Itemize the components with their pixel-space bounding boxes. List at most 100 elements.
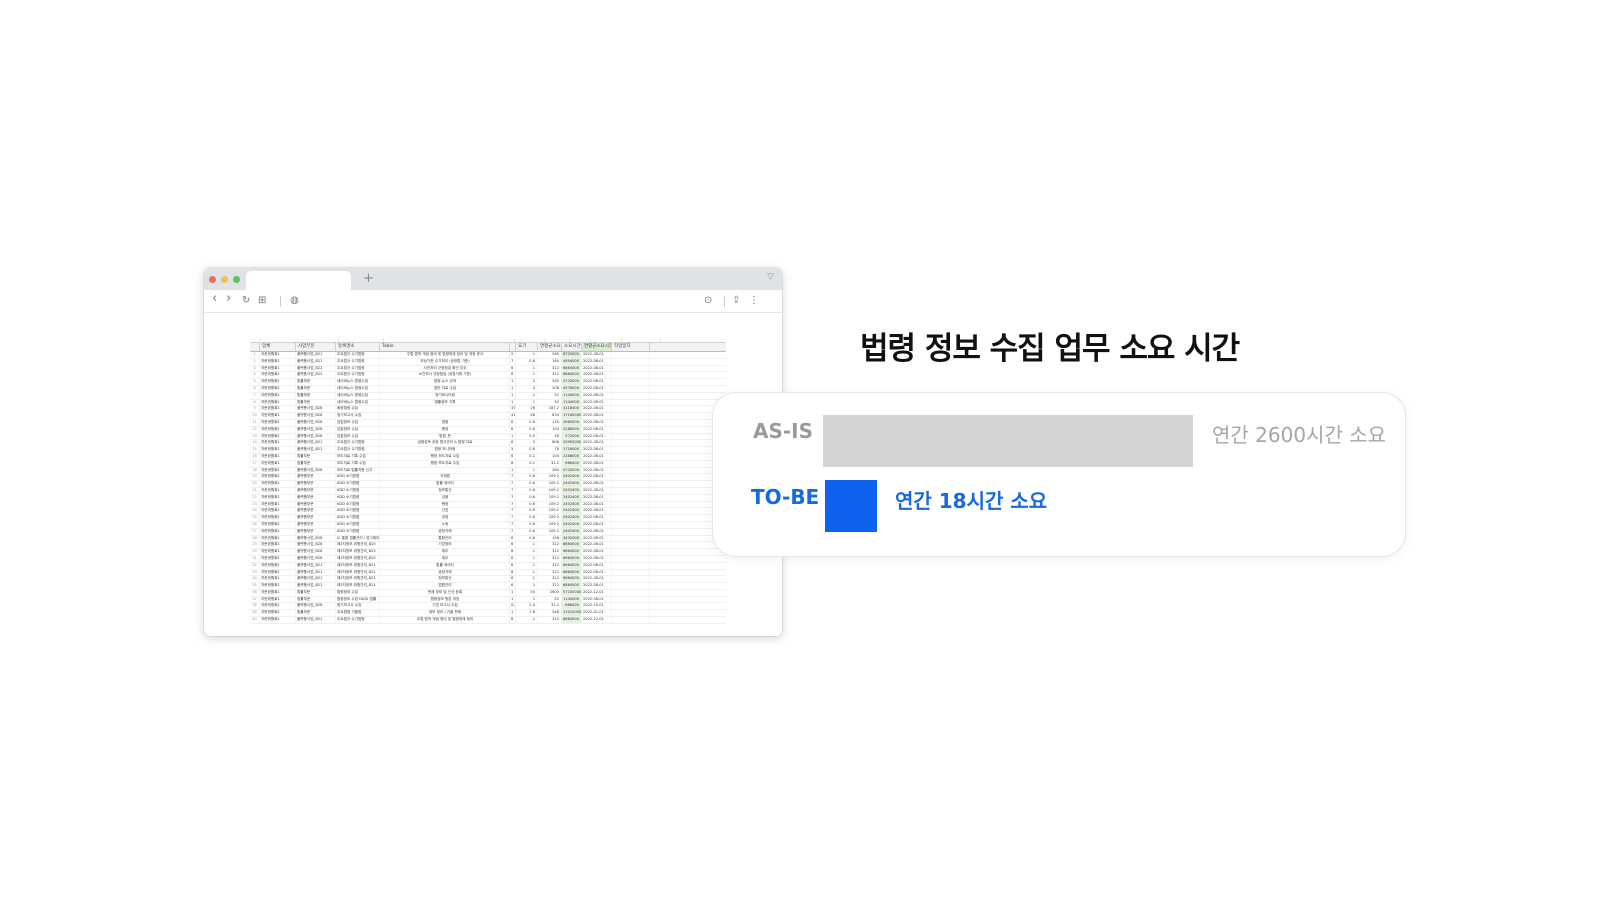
table-cell[interactable]: 6864000 bbox=[562, 365, 582, 372]
table-cell[interactable]: 규제법 bbox=[380, 474, 510, 481]
table-cell[interactable]: 자문위원회1 bbox=[260, 583, 296, 589]
table-cell[interactable]: 주요법규 수기법령 bbox=[336, 352, 380, 358]
row-number[interactable]: 24 bbox=[250, 508, 260, 515]
column-letter[interactable] bbox=[545, 338, 570, 342]
table-cell[interactable] bbox=[612, 555, 650, 562]
table-cell[interactable]: 플랫폼사업_B21 bbox=[296, 352, 336, 358]
row-number[interactable]: 29 bbox=[250, 542, 260, 549]
table-cell[interactable]: 6 bbox=[510, 555, 516, 562]
table-cell[interactable]: 보상기준 수기처리 (공정법 기준) bbox=[380, 358, 510, 365]
table-cell[interactable]: 법령정보 수집 bbox=[336, 589, 380, 596]
table-cell[interactable]: 자문위원회1 bbox=[260, 487, 296, 494]
row-number[interactable]: 12 bbox=[250, 426, 260, 433]
table-cell[interactable]: 6 bbox=[510, 419, 516, 426]
minimize-window-button[interactable] bbox=[221, 276, 228, 283]
camera-icon[interactable]: ⊙ bbox=[704, 295, 713, 306]
table-cell[interactable]: 자문위원회1 bbox=[260, 521, 296, 528]
row-number[interactable]: 3 bbox=[250, 365, 260, 372]
table-cell[interactable]: 1.8 bbox=[516, 610, 538, 617]
table-cell[interactable]: 5720000 bbox=[562, 467, 582, 474]
table-cell[interactable]: 260 bbox=[538, 352, 562, 358]
table-cell[interactable]: 보도자료 법률지원 신고 bbox=[336, 467, 380, 474]
column-letter[interactable] bbox=[622, 338, 661, 342]
table-cell[interactable]: 12012000 bbox=[562, 610, 582, 617]
table-cell[interactable]: 20992000 bbox=[562, 440, 582, 447]
column-letter[interactable] bbox=[515, 338, 522, 342]
table-cell[interactable]: 6864000 bbox=[562, 583, 582, 589]
row-number[interactable]: 5 bbox=[250, 379, 260, 385]
table-cell[interactable]: 6 bbox=[510, 365, 516, 372]
table-cell[interactable]: 3 bbox=[510, 447, 516, 453]
table-cell[interactable]: 546 bbox=[538, 610, 562, 617]
table-cell[interactable]: 자문위원회1 bbox=[260, 528, 296, 535]
table-cell[interactable]: 52 bbox=[538, 596, 562, 603]
table-cell[interactable] bbox=[612, 521, 650, 528]
table-cell[interactable]: 0.6 bbox=[516, 426, 538, 433]
table-cell[interactable]: 26 bbox=[538, 433, 562, 440]
table-cell[interactable]: 2402400 bbox=[562, 481, 582, 487]
table-cell[interactable]: 제3자정보 위원관리_B21 bbox=[336, 576, 380, 583]
row-number[interactable]: 18 bbox=[250, 467, 260, 474]
table-cell[interactable]: 재무 bbox=[380, 549, 510, 555]
table-cell[interactable]: 제3자정보 위원관리_B25 bbox=[336, 555, 380, 562]
table-cell[interactable] bbox=[612, 385, 650, 392]
table-cell[interactable]: 1 bbox=[516, 576, 538, 583]
table-cell[interactable]: 금융 bbox=[380, 494, 510, 501]
table-cell[interactable]: 플랫폼사업_B21 bbox=[296, 617, 336, 623]
table-cell[interactable]: 4118400 bbox=[562, 406, 582, 413]
table-cell[interactable]: 2022-08-01 bbox=[582, 433, 612, 440]
table-cell[interactable] bbox=[612, 569, 650, 576]
table-cell[interactable]: 187.2 bbox=[538, 406, 562, 413]
table-cell[interactable]: 2022-08-01 bbox=[582, 379, 612, 385]
row-number[interactable]: 31 bbox=[250, 555, 260, 562]
table-cell[interactable]: 산업 bbox=[380, 508, 510, 515]
table-cell[interactable]: 312 bbox=[538, 583, 562, 589]
table-cell[interactable]: 확정법령 수집 bbox=[336, 406, 380, 413]
table-cell[interactable]: 플랫폼사업_B28 bbox=[296, 467, 336, 474]
table-cell[interactable] bbox=[612, 549, 650, 555]
row-number[interactable]: 13 bbox=[250, 433, 260, 440]
table-cell[interactable]: 제3자정보 위원관리_B25 bbox=[336, 549, 380, 555]
table-cell[interactable]: 법률부문 bbox=[296, 385, 336, 392]
share-button[interactable]: ⇪ bbox=[732, 295, 741, 306]
table-cell[interactable]: 57200000 bbox=[562, 589, 582, 596]
table-cell[interactable]: 플랫폼사업_B22 bbox=[296, 365, 336, 372]
table-cell[interactable] bbox=[612, 433, 650, 440]
column-header[interactable]: 요기 bbox=[516, 343, 538, 351]
row-number[interactable]: 10 bbox=[250, 413, 260, 419]
table-cell[interactable]: 6864000 bbox=[562, 555, 582, 562]
table-cell[interactable]: 공정거래 bbox=[380, 569, 510, 576]
table-cell[interactable]: 법률부문 bbox=[296, 610, 336, 617]
table-cell[interactable]: 2022-08-01 bbox=[582, 372, 612, 379]
table-cell[interactable]: 1 bbox=[516, 617, 538, 623]
table-cell[interactable]: 2022-08-01 bbox=[582, 515, 612, 521]
table-cell[interactable]: 2022-08-01 bbox=[582, 569, 612, 576]
table-cell[interactable]: 0.8 bbox=[516, 419, 538, 426]
table-cell[interactable]: KDD 소기법령 bbox=[336, 528, 380, 535]
row-number[interactable]: 23 bbox=[250, 501, 260, 508]
table-cell[interactable]: 104 bbox=[538, 426, 562, 433]
column-letter[interactable] bbox=[339, 338, 384, 342]
table-cell[interactable]: 2022-08-01 bbox=[582, 406, 612, 413]
table-cell[interactable] bbox=[612, 542, 650, 549]
row-number[interactable]: 7 bbox=[250, 392, 260, 399]
table-cell[interactable]: 플랫폼부문 bbox=[296, 501, 336, 508]
table-cell[interactable]: 자문위원회1 bbox=[260, 467, 296, 474]
column-header[interactable]: 등록명소 bbox=[336, 343, 380, 351]
column-header[interactable]: 작업일자 bbox=[612, 343, 650, 351]
table-cell[interactable]: 정기모니터링 bbox=[380, 392, 510, 399]
